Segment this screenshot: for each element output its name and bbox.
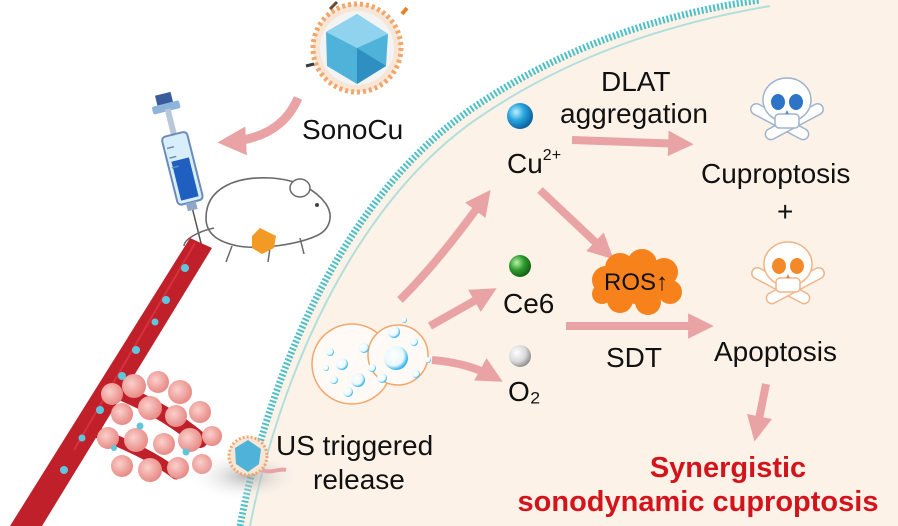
zoom-shadow — [188, 450, 304, 502]
label-dlat: DLAT — [601, 66, 671, 97]
arrow-sonocu-to-syringe — [217, 96, 303, 156]
result-title-line1: Synergistic — [649, 452, 807, 484]
label-sonocu: SonoCu — [302, 114, 404, 145]
label-cu-charge: 2+ — [542, 147, 562, 164]
ros-cloud-icon — [592, 249, 682, 315]
mouse-icon — [183, 177, 331, 263]
nanoparticle-icon — [305, 0, 409, 95]
label-ros: ROS↑ — [604, 269, 669, 296]
tumor-icon — [97, 371, 222, 482]
label-cu-ion: Cu2+ — [507, 147, 562, 179]
arrow-cu-to-cuproptosis — [571, 130, 694, 157]
label-o2: O₂ — [508, 376, 541, 407]
arrow-apoptosis-to-result — [746, 383, 773, 442]
skull-icon — [750, 77, 824, 141]
label-release: release — [313, 464, 405, 495]
label-aggregation: aggregation — [560, 98, 708, 129]
label-apoptosis: Apoptosis — [714, 336, 837, 367]
label-ce6: Ce6 — [503, 288, 555, 319]
bubble-release-icon — [311, 317, 431, 405]
membrane-nanoparticle-icon — [227, 435, 287, 477]
cell-membrane — [236, 0, 898, 526]
label-plus: + — [777, 196, 794, 227]
arrow-release-to-ce6 — [428, 288, 497, 330]
label-cuproptosis: Cuproptosis — [701, 158, 851, 189]
syringe-icon — [152, 91, 204, 248]
arrow-release-to-cu — [397, 189, 491, 303]
pathway-arrows — [397, 130, 773, 442]
arrow-cu-to-ros — [537, 187, 614, 260]
skull-icon — [751, 241, 825, 305]
oxygen-icon — [509, 345, 531, 367]
label-cu: Cu — [507, 148, 543, 179]
result-title-line2: sonodynamic cuproptosis — [517, 486, 879, 518]
cu-ion-icon — [507, 103, 533, 129]
label-sdt: SDT — [606, 342, 662, 373]
arrow-release-to-o2 — [431, 356, 503, 382]
ce6-icon — [509, 255, 531, 277]
label-us-triggered: US triggered — [276, 430, 434, 461]
